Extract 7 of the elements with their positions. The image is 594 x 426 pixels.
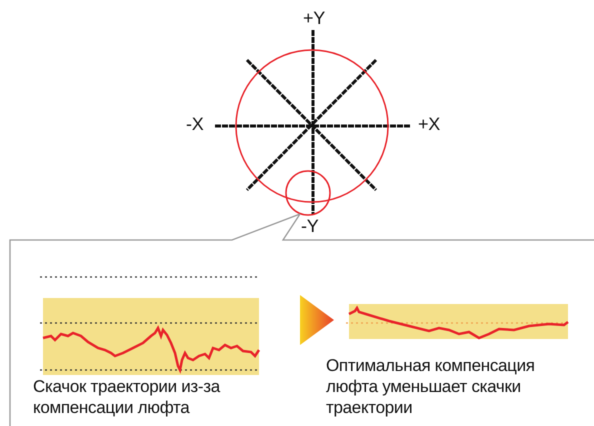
arrow — [300, 295, 334, 345]
axis-label: +Y — [303, 8, 325, 29]
axis-label: -X — [186, 114, 204, 135]
axis-label: -Y — [301, 216, 318, 237]
caption-text: Скачок траектории из-за компенсации люфта — [33, 376, 222, 418]
caption-text: Оптимальная компенсация люфта уменьшает скачки траектории — [326, 355, 536, 418]
axis-label: +X — [418, 114, 440, 135]
